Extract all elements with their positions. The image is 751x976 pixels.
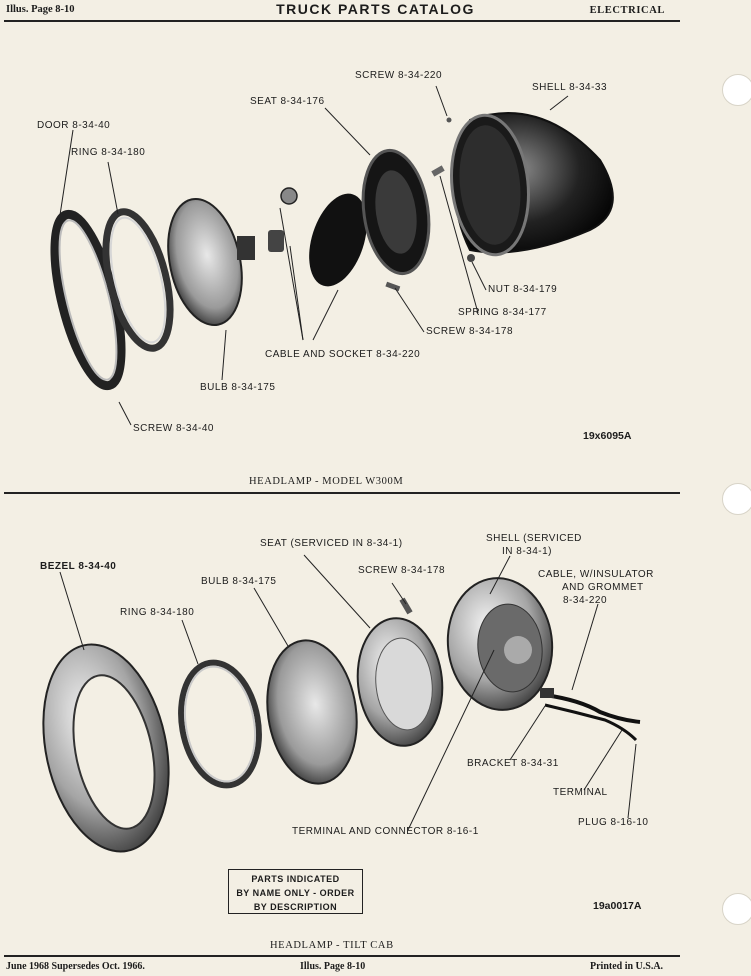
label-spring: SPRING 8-34-177 bbox=[458, 307, 547, 318]
label-terminal-connector: TERMINAL AND CONNECTOR 8-16-1 bbox=[292, 826, 479, 837]
header-rule bbox=[4, 20, 680, 22]
parts-note-box: PARTS INDICATED BY NAME ONLY - ORDER BY … bbox=[228, 869, 363, 914]
note-line-2: BY NAME ONLY - ORDER bbox=[236, 888, 355, 898]
figure2-art bbox=[42, 554, 641, 853]
label-screw-mid: SCREW 8-34-178 bbox=[426, 326, 514, 337]
figure1-art bbox=[50, 85, 614, 426]
label-door: DOOR 8-34-40 bbox=[37, 120, 111, 131]
page-title: TRUCK PARTS CATALOG bbox=[276, 1, 475, 17]
section-name: ELECTRICAL bbox=[589, 5, 665, 16]
label-cable-line3: 8-34-220 bbox=[563, 595, 608, 606]
label-seat: SEAT 8-34-176 bbox=[250, 96, 325, 107]
footer-printed: Printed in U.S.A. bbox=[590, 961, 664, 972]
label-ring-2: RING 8-34-180 bbox=[120, 607, 195, 618]
binder-hole-top bbox=[722, 74, 751, 106]
label-seat-serviced: SEAT (SERVICED IN 8-34-1) bbox=[260, 538, 403, 549]
label-cable-socket: CABLE AND SOCKET 8-34-220 bbox=[265, 349, 421, 360]
label-cable-line1: CABLE, W/INSULATOR bbox=[538, 569, 654, 580]
footer-date: June 1968 Supersedes Oct. 1966. bbox=[6, 961, 145, 972]
figure1-number: 19x6095A bbox=[583, 430, 632, 442]
label-bulb-2: BULB 8-34-175 bbox=[201, 576, 277, 587]
header-page-ref: Illus. Page 8-10 bbox=[6, 4, 75, 15]
label-bezel: BEZEL 8-34-40 bbox=[40, 561, 117, 572]
label-plug: PLUG 8-16-10 bbox=[578, 817, 649, 828]
label-shell-line2: IN 8-34-1) bbox=[502, 546, 553, 557]
label-ring: RING 8-34-180 bbox=[71, 147, 146, 158]
figure2-number: 19a0017A bbox=[593, 900, 642, 912]
figure-divider bbox=[4, 492, 680, 494]
binder-hole-middle bbox=[722, 483, 751, 515]
label-bracket: BRACKET 8-34-31 bbox=[467, 758, 559, 769]
note-line-1: PARTS INDICATED bbox=[251, 874, 340, 884]
label-terminal: TERMINAL bbox=[553, 787, 608, 798]
label-cable-line2: AND GROMMET bbox=[562, 582, 644, 593]
label-screw-bottom: SCREW 8-34-40 bbox=[133, 423, 214, 434]
footer-page-ref: Illus. Page 8-10 bbox=[300, 961, 366, 972]
binder-hole-bottom bbox=[722, 893, 751, 925]
label-screw: SCREW 8-34-178 bbox=[358, 565, 446, 576]
label-shell-line1: SHELL (SERVICED bbox=[486, 533, 582, 544]
note-line-3: BY DESCRIPTION bbox=[253, 902, 338, 912]
label-screw-top: SCREW 8-34-220 bbox=[355, 70, 443, 81]
label-shell: SHELL 8-34-33 bbox=[532, 82, 608, 93]
figure2-caption: HEADLAMP - TILT CAB bbox=[270, 940, 394, 951]
footer-rule bbox=[4, 955, 680, 957]
label-nut: NUT 8-34-179 bbox=[488, 284, 558, 295]
figure1-caption: HEADLAMP - MODEL W300M bbox=[249, 476, 404, 487]
label-bulb: BULB 8-34-175 bbox=[200, 382, 276, 393]
